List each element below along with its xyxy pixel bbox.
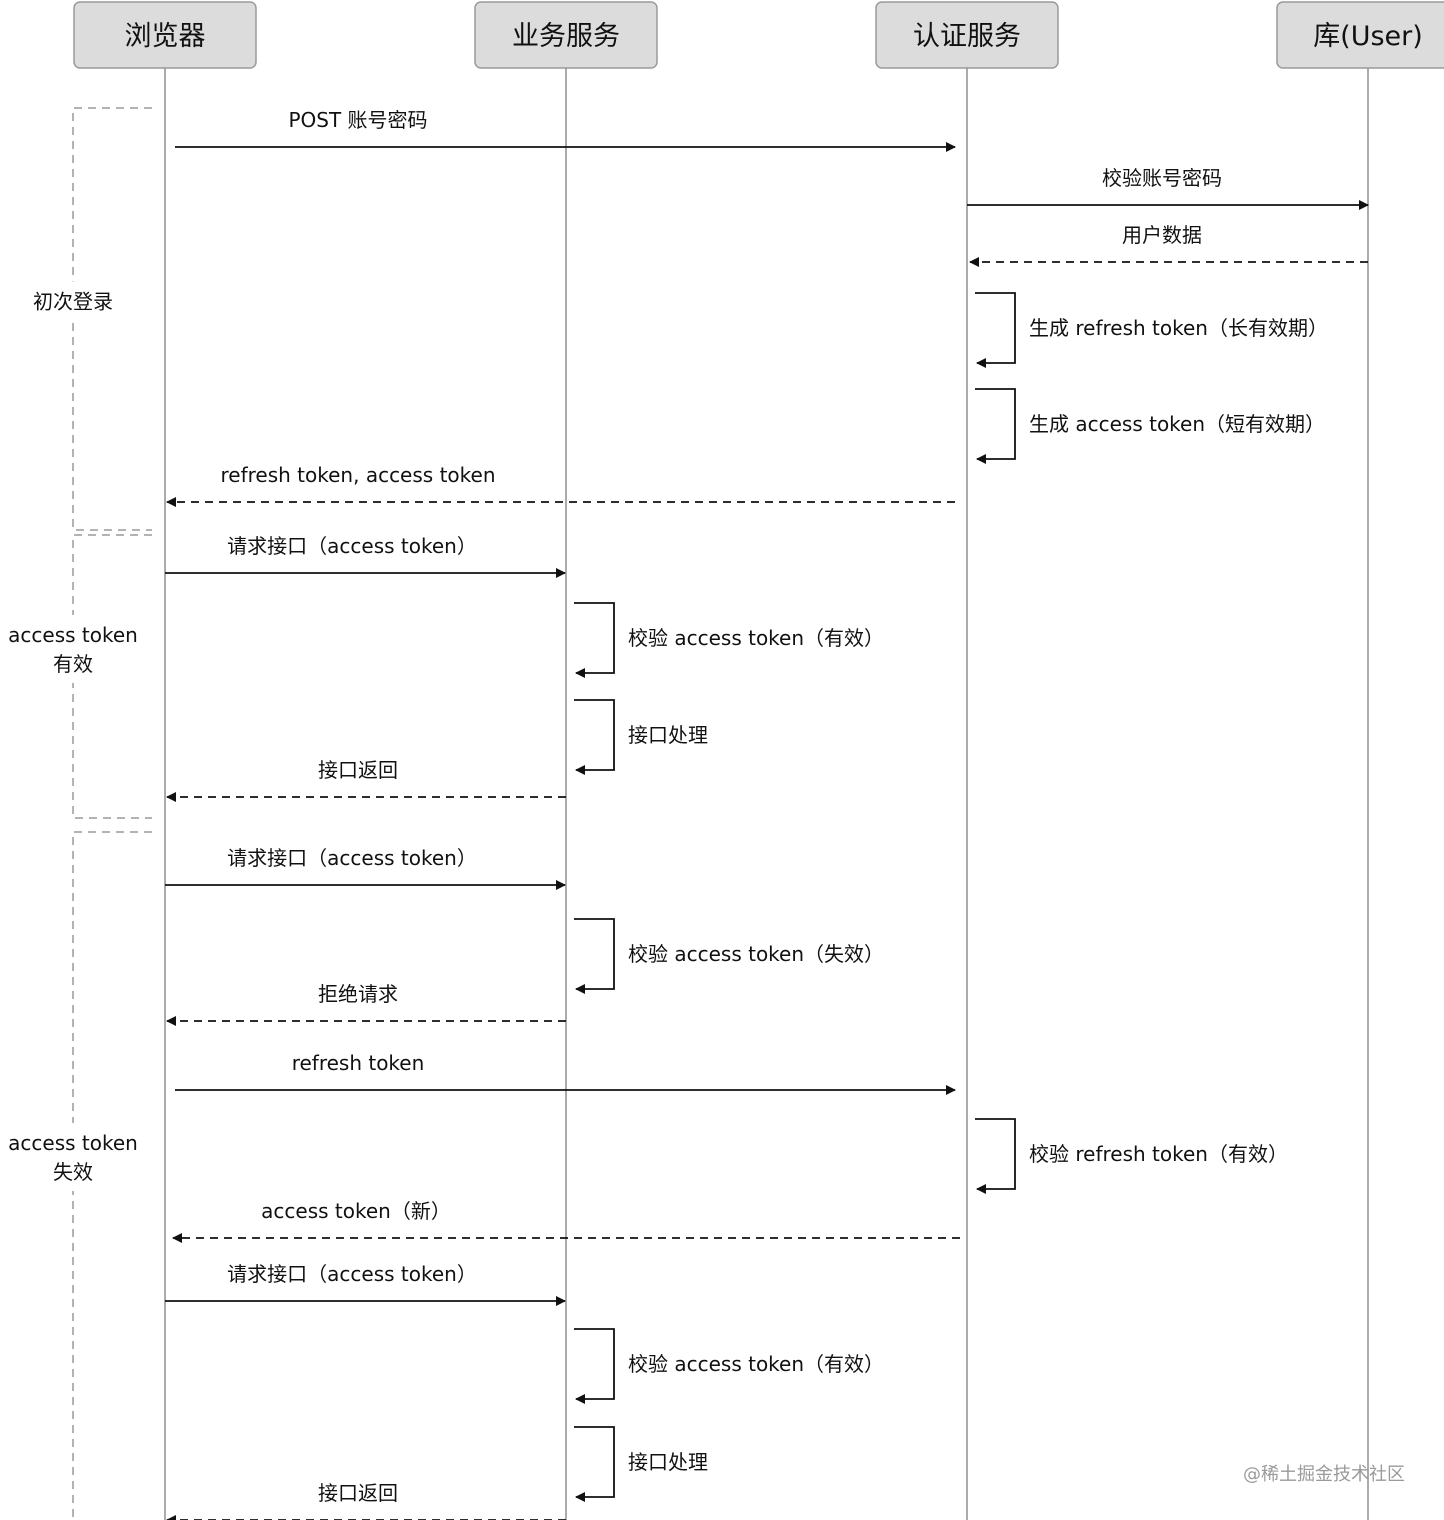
fragment-token-invalid: access token 失效 (4, 831, 152, 1520)
message-label: 生成 refresh token（长有效期） (1029, 316, 1328, 340)
fragment-label-bg (4, 1123, 144, 1191)
message-label: POST 账号密码 (288, 108, 427, 132)
fragment-bracket (72, 831, 152, 1520)
fragment-initial-login: 初次登录 (4, 107, 152, 531)
message-m9: 接口处理 (574, 699, 708, 775)
actor-browser: 浏览器 (73, 1, 257, 69)
watermark-text: @稀土掘金技术社区 (1243, 1464, 1405, 1485)
fragment-label: 初次登录 (33, 290, 113, 314)
message-m17: 请求接口（access token） (165, 1262, 566, 1306)
message-label: 校验账号密码 (1102, 166, 1222, 190)
fragment-label-bg (4, 281, 144, 321)
actor-label: 认证服务 (913, 21, 1021, 52)
actor-auth: 认证服务 (875, 1, 1059, 69)
message-m6: refresh token, access token (166, 463, 955, 507)
message-m11: 请求接口（access token） (165, 846, 566, 890)
message-label: access token（新） (261, 1199, 451, 1223)
message-m15: 校验 refresh token（有效） (975, 1118, 1288, 1194)
message-label: refresh token, access token (221, 463, 496, 487)
message-m14: refresh token (175, 1051, 956, 1095)
self-call-arrow (975, 292, 1016, 368)
actor-db: 库(User) (1276, 1, 1444, 69)
message-m3: 用户数据 (969, 223, 1368, 267)
actor-box (1276, 1, 1444, 69)
message-label: 接口处理 (628, 723, 708, 747)
message-m16: access token（新） (172, 1199, 960, 1243)
actor-headers: 浏览器 业务服务 认证服务 库(User) (73, 1, 1444, 69)
message-label: 请求接口（access token） (227, 534, 477, 558)
message-m19: 接口处理 (574, 1426, 708, 1502)
actor-box (73, 1, 257, 69)
self-call-arrow (574, 1328, 615, 1404)
lifelines (164, 68, 1369, 1520)
self-call-arrow (574, 699, 615, 775)
message-label: 请求接口（access token） (227, 1262, 477, 1286)
message-label: 校验 access token（失效） (628, 942, 884, 966)
actor-label: 业务服务 (512, 21, 620, 52)
message-label: 用户数据 (1122, 223, 1202, 247)
message-label: 请求接口（access token） (227, 846, 477, 870)
fragment-brackets: 初次登录 access token 有效 access token 失效 (4, 107, 152, 1520)
actor-label: 浏览器 (125, 21, 206, 52)
fragment-label: 失效 (53, 1160, 93, 1184)
message-label: 接口返回 (318, 1481, 398, 1505)
message-label: 接口处理 (628, 1450, 708, 1474)
message-m5: 生成 access token（短有效期） (975, 388, 1325, 464)
actor-box (875, 1, 1059, 69)
fragment-token-valid: access token 有效 (4, 534, 152, 819)
message-label: 接口返回 (318, 758, 398, 782)
message-m12: 校验 access token（失效） (574, 918, 884, 994)
fragment-label-bg (4, 615, 144, 683)
self-call-arrow (975, 388, 1016, 464)
self-call-arrow (975, 1118, 1016, 1194)
message-label: 校验 access token（有效） (628, 626, 884, 650)
fragment-label: access token (8, 1131, 138, 1155)
message-m18: 校验 access token（有效） (574, 1328, 884, 1404)
message-m20: 接口返回 (166, 1481, 566, 1520)
message-m4: 生成 refresh token（长有效期） (975, 292, 1328, 368)
message-m1: POST 账号密码 (175, 108, 956, 152)
fragment-label: access token (8, 623, 138, 647)
message-m2: 校验账号密码 (967, 166, 1369, 210)
message-label: 生成 access token（短有效期） (1029, 412, 1325, 436)
fragment-label: 有效 (53, 652, 93, 676)
message-label: 校验 refresh token（有效） (1029, 1142, 1288, 1166)
actor-biz: 业务服务 (474, 1, 658, 69)
message-m10: 接口返回 (166, 758, 566, 802)
actor-box (474, 1, 658, 69)
self-call-arrow (574, 918, 615, 994)
self-call-arrow (574, 602, 615, 678)
message-m7: 请求接口（access token） (165, 534, 566, 578)
message-label: 拒绝请求 (318, 982, 398, 1006)
message-label: 校验 access token（有效） (628, 1352, 884, 1376)
message-label: refresh token (292, 1051, 425, 1075)
actor-label: 库(User) (1313, 21, 1423, 52)
self-call-arrow (574, 1426, 615, 1502)
message-m8: 校验 access token（有效） (574, 602, 884, 678)
message-m13: 拒绝请求 (166, 982, 566, 1026)
